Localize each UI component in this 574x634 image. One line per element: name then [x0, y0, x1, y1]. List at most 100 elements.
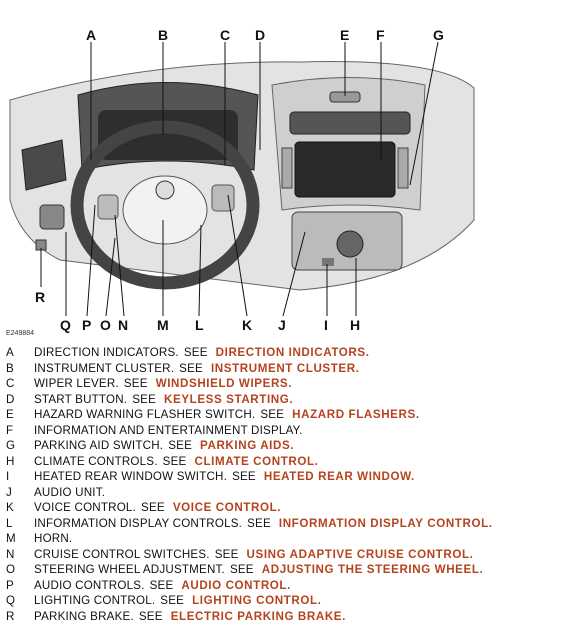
legend-description: HAZARD WARNING FLASHER SWITCH.: [34, 408, 256, 421]
legend-see: SEE: [149, 578, 174, 592]
legend-see: SEE: [260, 408, 285, 421]
callout-m: M: [157, 317, 169, 333]
callout-l: L: [195, 317, 204, 333]
legend-reference-link[interactable]: LIGHTING CONTROL.: [192, 594, 322, 607]
legend-description: DIRECTION INDICATORS.: [34, 346, 179, 359]
legend-reference-link[interactable]: PARKING AIDS.: [200, 439, 295, 452]
wheel-right-controls: [211, 184, 235, 212]
callout-d: D: [255, 27, 265, 43]
legend-row: G PARKING AID SWITCH. SEE PARKING AIDS.: [6, 438, 572, 454]
legend-letter: A: [6, 346, 14, 359]
callout-g: G: [433, 27, 444, 43]
legend-description: INFORMATION DISPLAY CONTROLS.: [34, 516, 243, 530]
legend-see: SEE: [162, 454, 187, 468]
legend-description: AUDIO UNIT.: [34, 485, 106, 499]
legend-reference-link[interactable]: VOICE CONTROL.: [172, 501, 282, 514]
legend-letter: R: [6, 609, 15, 623]
callout-i: I: [324, 317, 328, 333]
legend-description: HEATED REAR WINDOW SWITCH.: [34, 470, 228, 483]
callout-k: K: [242, 317, 252, 333]
legend-description: CRUISE CONTROL SWITCHES.: [34, 547, 210, 561]
legend-letter: L: [6, 516, 13, 530]
legend-description: HORN.: [34, 532, 73, 545]
legend-reference-link[interactable]: KEYLESS STARTING.: [164, 392, 294, 406]
legend-description: CLIMATE CONTROLS.: [34, 454, 158, 468]
legend-letter: I: [6, 470, 10, 483]
legend-description: LIGHTING CONTROL.: [34, 594, 156, 607]
legend-row: H CLIMATE CONTROLS. SEE CLIMATE CONTROL.: [6, 454, 572, 470]
legend-reference-link[interactable]: AUDIO CONTROL.: [181, 578, 291, 592]
legend-letter: K: [6, 501, 14, 514]
left-vent: [21, 139, 67, 191]
legend-see: SEE: [232, 470, 256, 483]
legend-letter: E: [6, 408, 14, 421]
callout-p: P: [82, 317, 91, 333]
legend-letter: H: [6, 454, 15, 468]
legend-description: START BUTTON.: [34, 392, 128, 406]
leader-lines: [40, 41, 439, 317]
legend-letter: O: [6, 563, 16, 576]
legend-reference-link[interactable]: INSTRUMENT CLUSTER.: [210, 361, 360, 375]
legend-description: AUDIO CONTROLS.: [34, 578, 145, 592]
legend-letter: Q: [6, 594, 16, 607]
legend-description: WIPER LEVER.: [34, 377, 119, 390]
legend-reference-link[interactable]: DIRECTION INDICATORS.: [215, 346, 370, 359]
legend-see: SEE: [141, 501, 165, 514]
legend-letter: N: [6, 547, 15, 561]
legend-row: J AUDIO UNIT.: [6, 485, 572, 501]
callout-c: C: [220, 27, 230, 43]
legend-see: SEE: [160, 594, 185, 607]
lincoln-logo-icon: [155, 180, 175, 200]
legend-row: B INSTRUMENT CLUSTER. SEE INSTRUMENT CLUSTE…: [6, 361, 572, 377]
steering-wheel-rim: [70, 120, 260, 290]
display-left-buttons: [281, 147, 293, 189]
legend-description: INFORMATION AND ENTERTAINMENT DISPLAY.: [34, 423, 303, 437]
legend-row: Q LIGHTING CONTROL. SEE LIGHTING CONTROL.: [6, 593, 572, 609]
legend-reference-link[interactable]: ADJUSTING THE STEERING WHEEL.: [261, 563, 484, 576]
lighting-control: [39, 204, 65, 230]
legend-reference-link[interactable]: CLIMATE CONTROL.: [194, 454, 319, 468]
display-right-buttons: [397, 147, 409, 189]
legend-letter: G: [6, 439, 16, 452]
legend-see: SEE: [247, 516, 271, 530]
legend-see: SEE: [168, 439, 193, 452]
legend-row: E HAZARD WARNING FLASHER SWITCH. SEE HAZARD…: [6, 407, 572, 423]
legend-see: SEE: [138, 609, 163, 623]
center-vents: [289, 111, 411, 135]
legend-see: SEE: [123, 377, 148, 390]
callout-h: H: [350, 317, 360, 333]
callout-q: Q: [60, 317, 71, 333]
legend-reference-link[interactable]: INFORMATION DISPLAY CONTROL.: [278, 516, 493, 530]
legend-see: SEE: [132, 392, 157, 406]
legend-letter: J: [6, 485, 12, 499]
legend-description: PARKING AID SWITCH.: [34, 439, 164, 452]
cluster-screen: [98, 110, 238, 160]
legend-description: INSTRUMENT CLUSTER.: [34, 361, 175, 375]
legend-description: VOICE CONTROL.: [34, 501, 137, 514]
legend-letter: C: [6, 377, 15, 390]
legend-reference-link[interactable]: HEATED REAR WINDOW.: [263, 470, 415, 483]
legend-letter: F: [6, 423, 14, 437]
callout-b: B: [158, 27, 168, 43]
legend-letter: D: [6, 392, 15, 406]
callout-n: N: [118, 317, 128, 333]
legend-reference-link[interactable]: ELECTRIC PARKING BRAKE.: [170, 609, 346, 623]
legend-see: SEE: [179, 361, 203, 375]
legend-row: A DIRECTION INDICATORS. SEE DIRECTION INDIC…: [6, 345, 572, 361]
callout-e: E: [340, 27, 349, 43]
legend-reference-link[interactable]: USING ADAPTIVE CRUISE CONTROL.: [246, 547, 474, 561]
dashboard-illustration: A B C D E F G Q P O N M L K J I H R: [9, 27, 475, 333]
climate-knob: [336, 230, 364, 258]
center-display: [294, 141, 396, 198]
legend-reference-link[interactable]: WINDSHIELD WIPERS.: [155, 377, 293, 390]
legend-row: D START BUTTON. SEE KEYLESS STARTING.: [6, 392, 572, 408]
legend-letter: B: [6, 361, 14, 375]
legend-see: SEE: [183, 346, 208, 359]
legend-row: K VOICE CONTROL. SEE VOICE CONTROL.: [6, 500, 572, 516]
legend-reference-link[interactable]: HAZARD FLASHERS.: [292, 408, 420, 421]
wheel-left-controls: [97, 194, 119, 220]
